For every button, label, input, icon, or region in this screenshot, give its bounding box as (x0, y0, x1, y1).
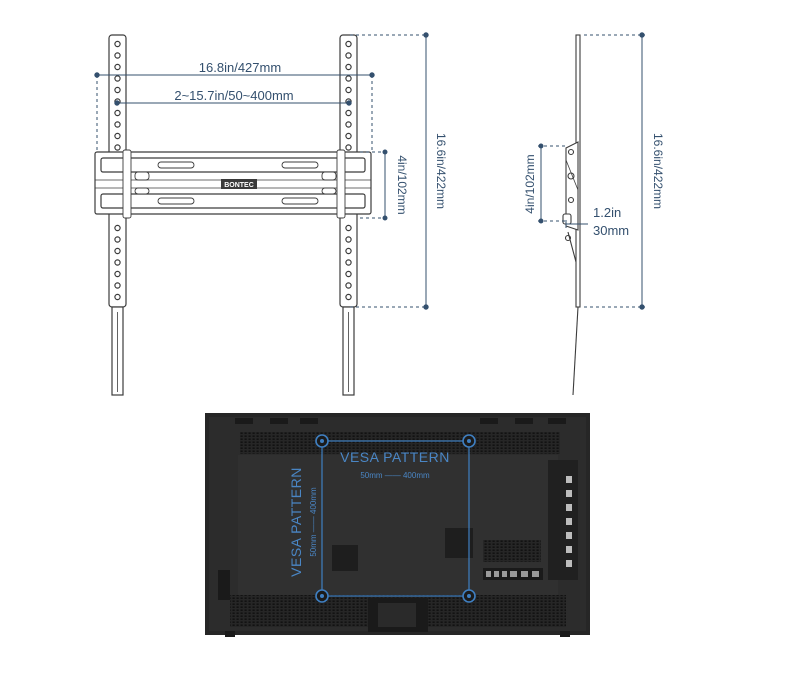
side-view-bracket (562, 34, 581, 396)
vesa-range-horizontal: 50mm —— 400mm (360, 471, 430, 480)
side-view-dimensions (538, 32, 645, 310)
mounting-hole (345, 52, 352, 59)
mounting-hole (345, 40, 352, 48)
front-height-label: 16.6in/422mm (434, 133, 448, 209)
brand-logo-text: BONTEC (224, 182, 254, 189)
mounting-hole (345, 247, 352, 255)
vesa-range-label: 2~15.7in/50~400mm (174, 88, 293, 103)
vesa-range-vertical: 50mm —— 400mm (309, 487, 318, 557)
mounting-hole (114, 86, 121, 94)
front-rail-spacing-label: 4in/102mm (395, 155, 409, 214)
mounting-hole (345, 109, 352, 117)
mounting-hole (114, 75, 121, 82)
mounting-hole (114, 270, 121, 278)
mounting-hole (345, 121, 352, 128)
mounting-hole (114, 52, 121, 59)
mounting-hole (345, 282, 352, 289)
side-rail-spacing-label: 4in/102mm (523, 154, 537, 213)
mounting-hole (114, 144, 121, 151)
side-height-label: 16.6in/422mm (651, 133, 665, 209)
mounting-hole (345, 270, 352, 278)
mounting-hole (345, 236, 352, 243)
width-label: 16.8in/427mm (199, 60, 281, 75)
vesa-title-horizontal: VESA PATTERN (340, 449, 450, 465)
mounting-hole (345, 144, 352, 151)
tv-back-panel (205, 413, 590, 637)
depth-inch-label: 1.2in (593, 205, 621, 220)
vesa-pattern-overlay (315, 434, 476, 603)
brand-badge: BONTEC (221, 179, 257, 189)
depth-mm-label: 30mm (593, 223, 629, 238)
front-view-dimensions (94, 32, 429, 310)
port-panel (548, 460, 578, 580)
mounting-hole (114, 259, 121, 266)
mounting-hole (114, 132, 121, 140)
mounting-hole (345, 63, 352, 71)
mounting-hole (345, 259, 352, 266)
mounting-hole (114, 121, 121, 128)
mounting-hole (114, 40, 121, 48)
mounting-hole (345, 224, 352, 232)
mounting-hole (114, 282, 121, 289)
mounting-hole (114, 109, 121, 117)
mounting-hole (114, 247, 121, 255)
mounting-hole (345, 293, 352, 301)
mounting-hole (345, 75, 352, 82)
mounting-hole (114, 293, 121, 301)
vesa-title-vertical: VESA PATTERN (288, 467, 304, 577)
mounting-hole (345, 86, 352, 94)
mounting-hole (114, 63, 121, 71)
mounting-hole (345, 132, 352, 140)
mounting-hole (114, 224, 121, 232)
mounting-hole (114, 236, 121, 243)
